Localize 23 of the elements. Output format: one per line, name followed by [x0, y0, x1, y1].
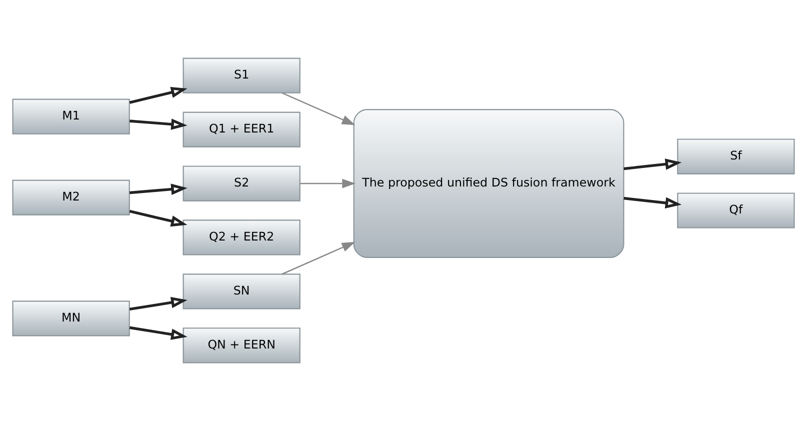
arrow — [282, 92, 356, 126]
node-box: QN + EERN — [182, 328, 300, 364]
node-box: Qf — [677, 192, 795, 228]
arrow — [130, 184, 188, 195]
node-box: M2 — [12, 180, 130, 216]
arrow — [129, 86, 188, 104]
node-box: Sf — [677, 138, 795, 174]
node-box: M1 — [12, 98, 130, 134]
arrow — [129, 326, 188, 340]
node-box: Q2 + EER2 — [182, 220, 300, 256]
arrow — [130, 118, 188, 130]
arrow — [282, 242, 356, 275]
node-box: S1 — [182, 58, 300, 94]
arrow — [624, 158, 682, 170]
node-box: SN — [182, 274, 300, 310]
arrow — [624, 196, 682, 209]
arrow — [129, 296, 188, 311]
node-box: Q1 + EER1 — [182, 112, 300, 148]
node-box: The proposed unified DS fusion framework — [353, 109, 624, 258]
arrow — [129, 210, 188, 227]
arrow — [300, 178, 356, 188]
node-box: S2 — [182, 166, 300, 202]
node-box: MN — [12, 300, 130, 336]
